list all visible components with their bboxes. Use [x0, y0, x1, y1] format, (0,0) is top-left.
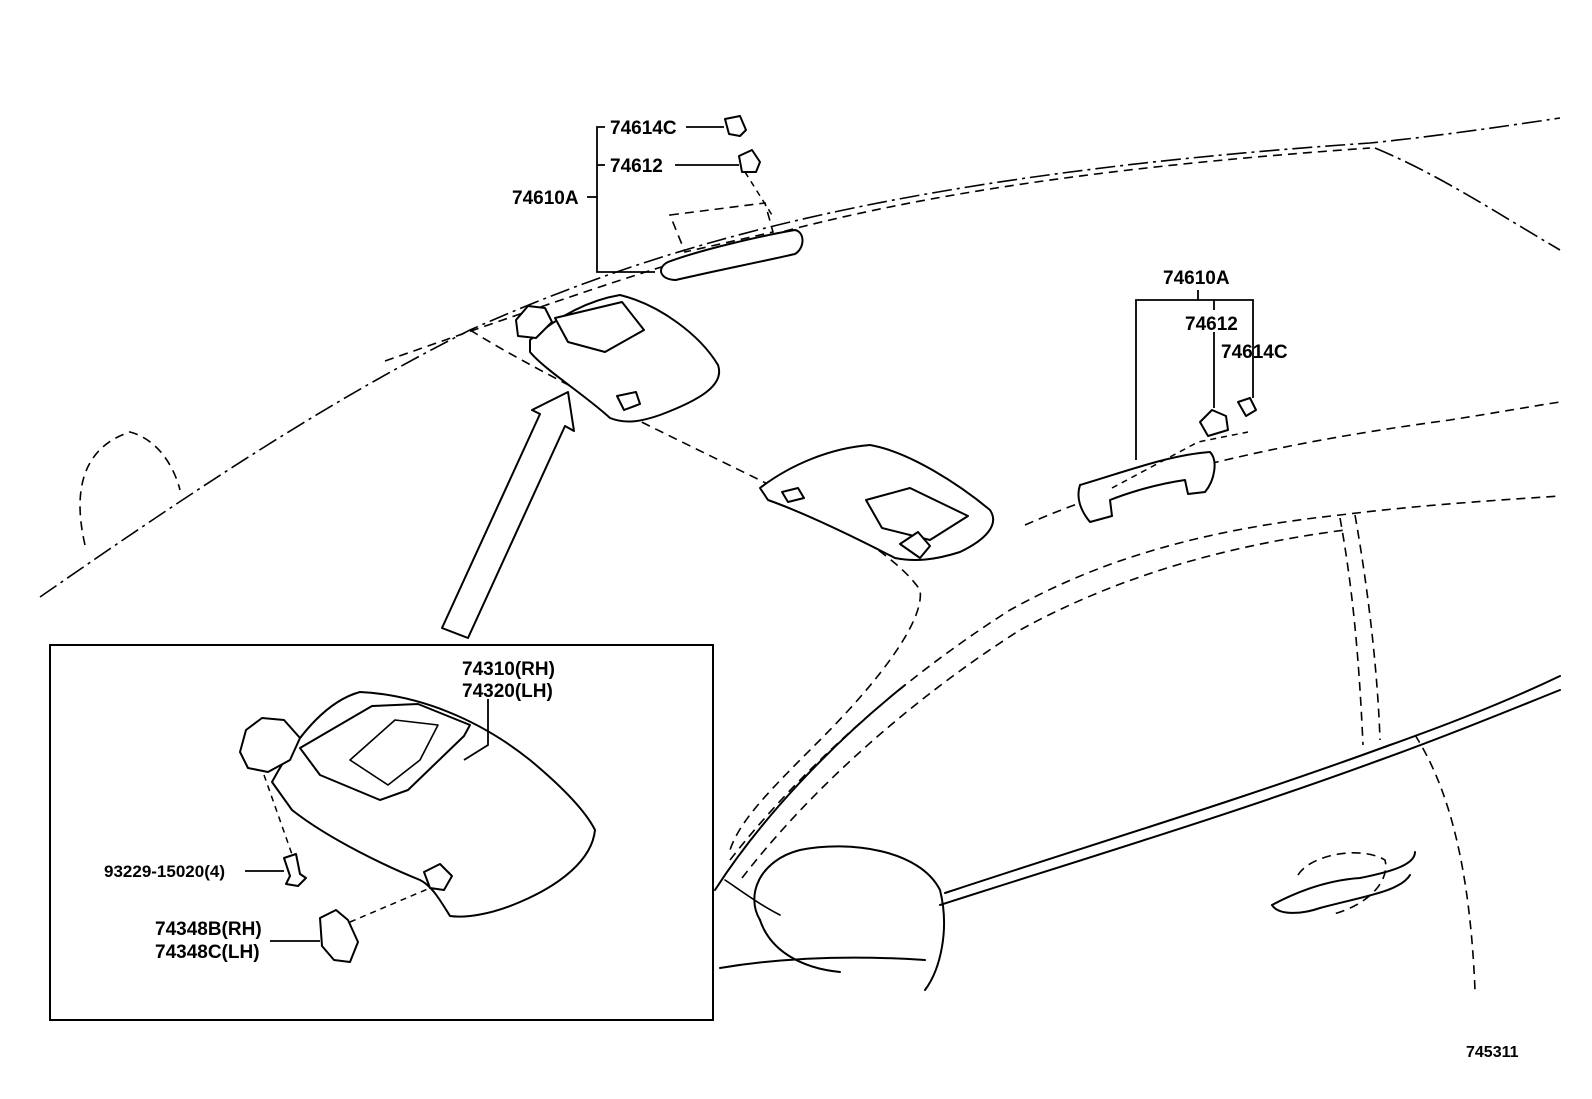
label-grip-right-cap: 74612: [1185, 314, 1238, 335]
vehicle-outline: [39, 117, 1561, 991]
label-grip-left-assy: 74610A: [512, 188, 579, 209]
visor-hinge-detail-icon: [239, 717, 301, 773]
label-visor-rh: 74310(RH): [462, 659, 555, 680]
grip-cover-icon: [724, 115, 747, 137]
label-visor-lh: 74320(LH): [462, 681, 553, 702]
sun-visor-installed-lh: [759, 444, 995, 561]
leader-lines: [245, 126, 1254, 942]
assist-grip-left: [660, 115, 804, 281]
detail-box: [49, 644, 714, 1021]
detail-arrow: [441, 391, 575, 639]
label-grip-right-cover: 74614C: [1221, 342, 1288, 363]
grip-cover-right-icon: [1237, 397, 1257, 417]
label-grip-right-assy: 74610A: [1163, 268, 1230, 289]
label-grip-left-cover: 74614C: [610, 118, 677, 139]
assist-grip-right: [1077, 397, 1257, 523]
grip-cap-right-icon: [1199, 409, 1229, 437]
screw-icon: [283, 853, 307, 887]
visor-holder-icon: [319, 909, 359, 963]
grip-cap-icon: [738, 149, 761, 173]
visor-hinge-icon: [515, 305, 553, 339]
sun-visor-installed-rh: [515, 294, 721, 423]
label-grip-left-cap: 74612: [610, 156, 663, 177]
figure-id: 745311: [1466, 1044, 1519, 1061]
part-labels: 74614C 74612 74610A 74610A 74612 74614C …: [104, 118, 1519, 1061]
label-holder-rh: 74348B(RH): [155, 919, 262, 940]
label-screw: 93229-15020(4): [104, 862, 225, 881]
label-holder-lh: 74348C(LH): [155, 942, 260, 963]
